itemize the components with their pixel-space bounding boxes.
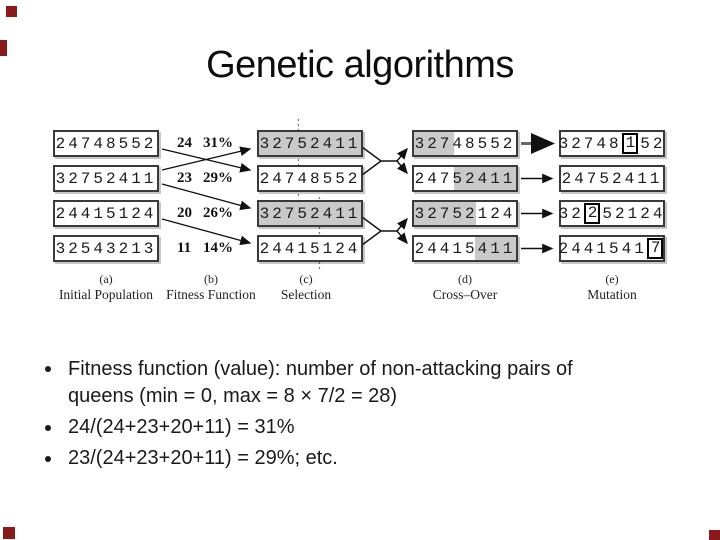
selection-box-2: 24748552 (257, 165, 363, 192)
initial-population-box-2: 32752411 (53, 165, 159, 192)
arrow-junction1-to-cross2 (396, 160, 408, 175)
fitness-percent: 26% (203, 204, 233, 221)
mutated-digit: 1 (621, 133, 639, 154)
junction-pair1 (361, 146, 397, 176)
mutation-prefix: 32748 (558, 134, 622, 153)
column-tag-b: (b) (204, 272, 218, 286)
arrow-pop1-to-sel2 (161, 148, 252, 173)
bullet-1-line-2: queens (min = 0, max = 8 × 7/2 = 28) (68, 385, 398, 407)
crossover-box-2: 24752411 (412, 165, 518, 192)
initial-population-box-3: 24415124 (53, 200, 159, 227)
fitness-value: 24 (177, 134, 192, 151)
fitness-percent: 14% (203, 239, 233, 256)
arrow-pop2-to-sel1 (161, 146, 252, 171)
arrow-junction1-to-cross1 (396, 147, 408, 162)
corner-accent-bottom-right (709, 530, 720, 540)
selection-box-4: 24415124 (257, 235, 363, 262)
mutation-prefix: 32 (558, 204, 584, 223)
arrow-junction2-to-cross3 (396, 217, 408, 232)
column-tag-c: (c) (299, 272, 313, 286)
bullet-marker (45, 425, 51, 431)
mutation-prefix: 24752411 (561, 169, 663, 188)
bullet-3-text: 23/(24+23+20+11) = 29%; etc. (68, 447, 338, 469)
fitness-percent: 31% (203, 134, 233, 151)
selection-box-1: 32752411 (257, 130, 363, 157)
fitness-value: 11 (177, 239, 192, 256)
mutation-prefix: 2441541 (558, 239, 647, 258)
column-caption-initial-population: Initial Population (58, 287, 154, 302)
column-caption-selection: Selection (280, 287, 332, 302)
mutation-box-2: 24752411 (559, 165, 665, 192)
mutated-digit: 2 (583, 203, 601, 224)
initial-population-box-4: 32543213 (53, 235, 159, 262)
column-tag-d: (d) (458, 272, 472, 286)
edge-accent-left (0, 40, 7, 56)
fitness-row-2: 23 29% (177, 169, 233, 187)
fitness-row-1: 24 31% (177, 134, 233, 152)
selection-box-3: 32752411 (257, 200, 363, 227)
junction-pair2 (361, 216, 397, 246)
fitness-percent: 29% (203, 169, 233, 186)
initial-population-box-1: 24748552 (53, 130, 159, 157)
fitness-value: 23 (177, 169, 192, 186)
corner-accent-bottom-left (3, 527, 15, 539)
fitness-value: 20 (177, 204, 192, 221)
fitness-row-3: 20 26% (177, 204, 233, 222)
bullet-marker (45, 456, 51, 462)
bullet-2-text: 24/(24+23+20+11) = 31% (68, 416, 295, 438)
corner-accent-top-left (6, 6, 17, 17)
column-tag-a: (a) (99, 272, 113, 286)
crossover-box-1: 32748552 (412, 130, 518, 157)
fitness-row-4: 11 14% (177, 239, 233, 257)
mutation-suffix: 52124 (602, 204, 666, 223)
crossover-box-3: 32752124 (412, 200, 518, 227)
crossover-box-4: 24415411 (412, 235, 518, 262)
mutated-digit: 7 (646, 238, 664, 259)
column-tag-e: (e) (605, 272, 619, 286)
column-caption-mutation: Mutation (587, 287, 637, 302)
column-caption-fitness-function: Fitness Function (166, 287, 256, 302)
arrow-junction2-to-cross4 (396, 230, 408, 245)
bullet-marker (45, 366, 51, 372)
slide-title: Genetic algorithms (206, 44, 514, 86)
column-caption-cross-over: Cross–Over (432, 287, 498, 302)
mutation-suffix: 52 (640, 134, 666, 153)
bullet-1-line-1: Fitness function (value): number of non-… (68, 358, 573, 380)
